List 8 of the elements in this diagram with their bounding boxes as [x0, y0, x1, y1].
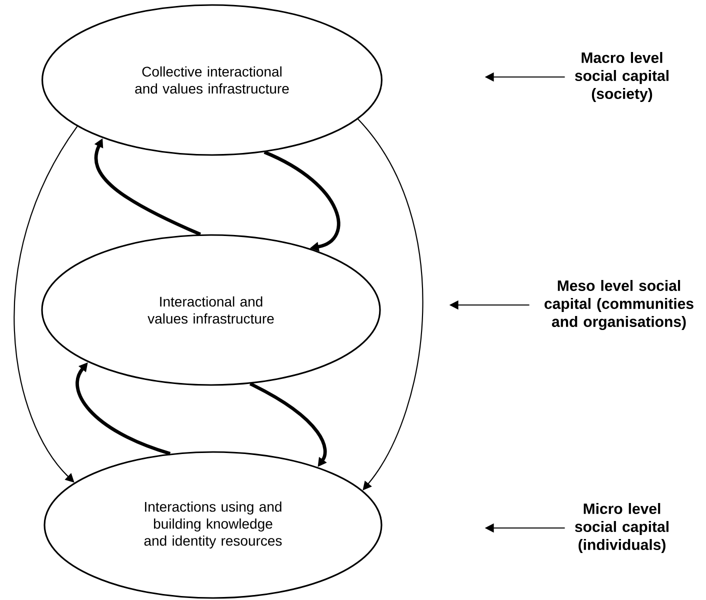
- ellipse-node: Collective interactional and values infrastructure: [42, 4, 382, 156]
- curved-arrow: [264, 150, 340, 252]
- level-label: Macro level social capital (society): [575, 52, 668, 102]
- curved-arrow: [358, 118, 424, 490]
- level-label: Micro level social capital (individuals): [575, 503, 668, 553]
- level-label: Meso level social capital (communities and organisations): [544, 280, 694, 330]
- ellipse-node: Interactions using and building knowledge and identity resources: [44, 451, 382, 599]
- ellipse-node: Interactional and values infrastructure: [41, 234, 381, 386]
